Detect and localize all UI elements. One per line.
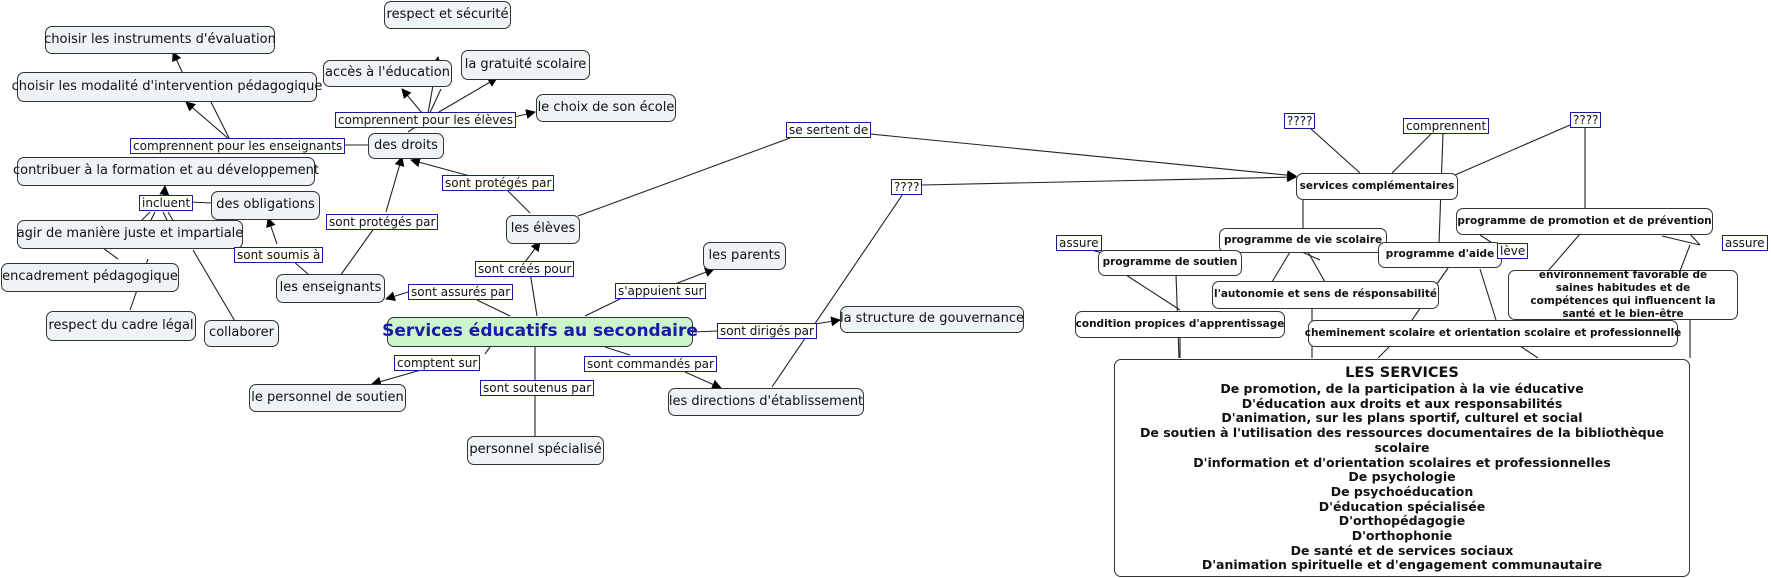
link-assure-right[interactable]: assure [1722, 235, 1768, 251]
concept-services-complementaires[interactable]: services complémentaires [1296, 173, 1458, 200]
service-line: De santé et de services sociaux [1290, 542, 1514, 558]
concept-main-services-educatifs[interactable]: Services éducatifs au secondaire [382, 317, 698, 347]
concept-prog-vie[interactable]: programme de vie scolaire [1219, 228, 1387, 253]
concept-choix-ecole[interactable]: le choix de son école [536, 94, 676, 122]
service-line: D'éducation spécialisée [1318, 498, 1486, 514]
link-comptent-sur[interactable]: comptent sur [394, 355, 481, 371]
service-line: D'animation spirituelle et d'engagement … [1201, 557, 1603, 573]
service-line: D'orthophonie [1351, 528, 1453, 544]
concept-prog-aide[interactable]: programme d'aide [1378, 242, 1502, 268]
link-question-2[interactable]: ???? [1284, 113, 1316, 129]
concept-prog-soutien[interactable]: programme de soutien [1098, 250, 1242, 276]
concept-personnel-soutien[interactable]: le personnel de soutien [249, 384, 406, 412]
service-line: De soutien à l'utilisation des ressource… [1139, 425, 1665, 455]
link-question-3[interactable]: ???? [1570, 112, 1602, 128]
link-eleve-fragment[interactable]: lève [1497, 243, 1529, 259]
concept-cheminement[interactable]: cheminement scolaire et orientation scol… [1305, 320, 1681, 347]
concept-collaborer[interactable]: collaborer [204, 320, 279, 347]
service-line: D'orthopédagogie [1338, 513, 1466, 529]
service-line: D'éducation aux droits et aux responsabi… [1241, 395, 1563, 411]
concept-enseignants[interactable]: les enseignants [276, 274, 385, 303]
link-comprennent-enseignants[interactable]: comprennent pour les enseignants [130, 138, 346, 154]
service-line: De psychoéducation [1330, 483, 1474, 499]
concept-agir[interactable]: agir de manière juste et impartiale [17, 220, 243, 249]
concept-respect-cadre[interactable]: respect du cadre légal [46, 311, 196, 341]
concept-choisir-instruments[interactable]: choisir les instruments d'évaluation [44, 26, 276, 54]
link-sont-crees-pour[interactable]: sont créés pour [475, 261, 575, 277]
concept-condition[interactable]: condition propices d'apprentissage [1075, 311, 1285, 338]
link-se-servent-de[interactable]: se sertent de [786, 122, 872, 138]
concept-obligations[interactable]: des obligations [211, 191, 320, 220]
link-comprennent-eleves[interactable]: comprennent pour les élèves [335, 112, 516, 128]
services-box-title: LES SERVICES [1345, 365, 1459, 381]
link-incluent[interactable]: incluent [139, 195, 194, 211]
concept-droits[interactable]: des droits [368, 133, 444, 159]
concept-gouvernance[interactable]: la structure de gouvernance [840, 306, 1024, 333]
service-line: De psychologie [1348, 469, 1456, 485]
concept-parents[interactable]: les parents [703, 242, 786, 270]
service-line: D'information et d'orientation scolaires… [1193, 454, 1611, 470]
link-sont-assures-par[interactable]: sont assurés par [408, 284, 514, 300]
link-sont-diriges-par[interactable]: sont dirigés par [717, 323, 817, 339]
link-sont-proteges-par-enseignants[interactable]: sont protégés par [326, 214, 439, 230]
concept-choisir-modalite[interactable]: choisir les modalité d'intervention péda… [12, 72, 322, 102]
concept-prog-promotion[interactable]: programme de promotion et de prévention [1456, 208, 1713, 235]
concept-eleves[interactable]: les élèves [506, 215, 580, 244]
link-sont-proteges-par-eleves[interactable]: sont protégés par [442, 175, 555, 191]
concept-acces[interactable]: accès à l'éducation [323, 60, 452, 87]
concept-personnel-specialise[interactable]: personnel spécialisé [467, 436, 604, 465]
services-list-box: LES SERVICES De promotion, de la partici… [1114, 359, 1690, 577]
link-s-appuient-sur[interactable]: s'appuient sur [615, 283, 707, 299]
concept-contribuer[interactable]: contribuer à la formation et au développ… [13, 157, 319, 186]
service-line: De promotion, de la participation à la v… [1220, 381, 1584, 396]
link-assure-left[interactable]: assure [1056, 235, 1102, 251]
concept-respect-securite[interactable]: respect et sécurité [384, 1, 511, 29]
concept-gratuite[interactable]: la gratuité scolaire [461, 50, 590, 80]
concept-directions[interactable]: les directions d'établissement [668, 388, 864, 416]
link-sont-commandes-par[interactable]: sont commandés par [584, 356, 717, 372]
concept-autonomie[interactable]: l'autonomie et sens de résponsabilité [1212, 281, 1439, 309]
concept-environnement[interactable]: environnement favorable de saines habitu… [1508, 269, 1738, 320]
service-line: D'animation, sur les plans sportif, cult… [1221, 410, 1583, 426]
link-sont-soutenus-par[interactable]: sont soutenus par [480, 380, 595, 396]
concept-encadrement[interactable]: encadrement pédagogique [1, 263, 179, 292]
link-sont-soumis[interactable]: sont soumis à [234, 247, 324, 263]
link-question-1[interactable]: ???? [891, 179, 923, 195]
link-comprennent[interactable]: comprennent [1403, 118, 1490, 134]
